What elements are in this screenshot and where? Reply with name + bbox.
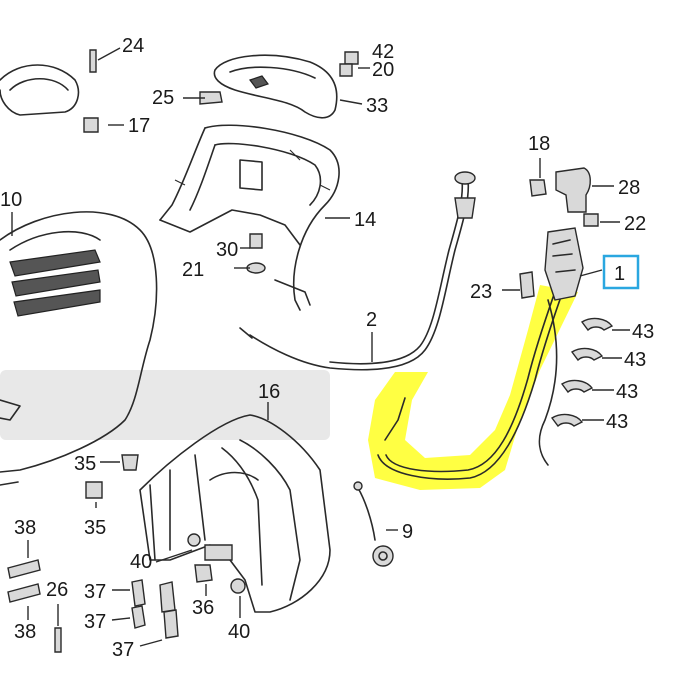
callout-22[interactable]: 22 — [624, 213, 646, 235]
callout-10[interactable]: 10 — [0, 189, 22, 211]
part-2-cable[interactable] — [239, 171, 476, 371]
fasteners — [7, 49, 599, 653]
part-16-fender[interactable] — [139, 414, 331, 613]
part-14-frame[interactable] — [159, 124, 340, 311]
callout-37-b[interactable]: 37 — [84, 611, 106, 633]
highlight-cable-1 — [368, 285, 578, 490]
callout-43-c[interactable]: 43 — [616, 381, 638, 403]
callout-42[interactable]: 42 — [372, 41, 394, 63]
callout-37-c[interactable]: 37 — [112, 639, 134, 661]
callout-26[interactable]: 26 — [46, 579, 68, 601]
callout-labels: 24 42 20 25 33 17 10 14 18 28 22 30 21 1… — [0, 35, 654, 661]
selected-part-box — [602, 254, 640, 290]
part-28-clip[interactable] — [555, 167, 591, 213]
callout-35-a[interactable]: 35 — [74, 453, 96, 475]
callout-1[interactable]: 1 — [614, 263, 625, 285]
leader-lines — [11, 47, 630, 647]
part-9-connector[interactable] — [353, 481, 394, 567]
callout-20[interactable]: 20 — [372, 59, 394, 81]
part-1-cable[interactable] — [377, 227, 584, 480]
callout-9[interactable]: 9 — [402, 521, 413, 543]
callout-35-b[interactable]: 35 — [84, 517, 106, 539]
callout-43-a[interactable]: 43 — [632, 321, 654, 343]
callout-18[interactable]: 18 — [528, 133, 550, 155]
callout-37-a[interactable]: 37 — [84, 581, 106, 603]
callout-36[interactable]: 36 — [192, 597, 214, 619]
callout-25[interactable]: 25 — [152, 87, 174, 109]
part-24-piece[interactable] — [0, 64, 80, 116]
callout-2[interactable]: 2 — [366, 309, 377, 331]
callout-38-b[interactable]: 38 — [14, 621, 36, 643]
callout-40-b[interactable]: 40 — [228, 621, 250, 643]
part-10-cover[interactable] — [0, 211, 158, 486]
part-43-clips[interactable] — [550, 317, 614, 428]
callout-24[interactable]: 24 — [122, 35, 144, 57]
watermark — [0, 370, 330, 440]
callout-43-b[interactable]: 43 — [624, 349, 646, 371]
callout-33[interactable]: 33 — [366, 95, 388, 117]
callout-14[interactable]: 14 — [354, 209, 376, 231]
callout-38-a[interactable]: 38 — [14, 517, 36, 539]
callout-43-d[interactable]: 43 — [606, 411, 628, 433]
callout-17[interactable]: 17 — [128, 115, 150, 137]
callout-28[interactable]: 28 — [618, 177, 640, 199]
callout-30[interactable]: 30 — [216, 239, 238, 261]
callout-16[interactable]: 16 — [258, 381, 280, 403]
callout-40-a[interactable]: 40 — [130, 551, 152, 573]
part-33-housing[interactable] — [213, 54, 338, 119]
callout-21[interactable]: 21 — [182, 259, 204, 281]
callout-23[interactable]: 23 — [470, 281, 492, 303]
